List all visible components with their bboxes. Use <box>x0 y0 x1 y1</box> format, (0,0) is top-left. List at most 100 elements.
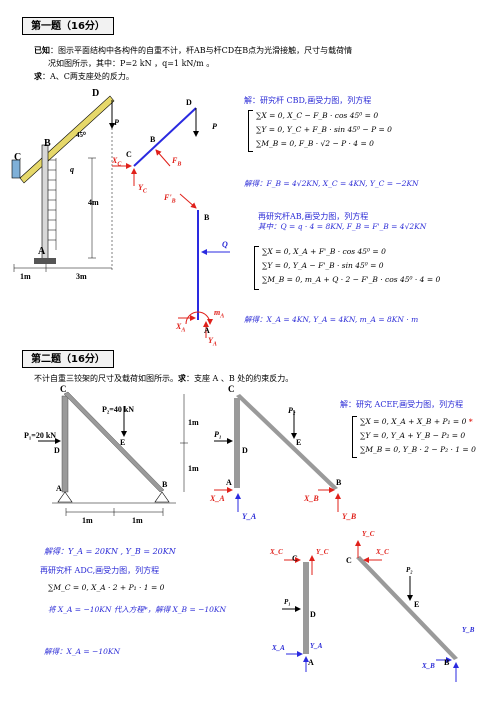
label-4m: 4m <box>88 198 99 207</box>
fbd1-label-fb: FB <box>172 156 182 168</box>
fbd1-label-xc: XC <box>112 156 122 168</box>
fbd2-label-b: B <box>204 213 210 222</box>
given-text: ：图示平面结构中各构件的自重不计，杆AB与杆CD在B点为光滑接触，尺寸与载荷情 <box>50 46 353 55</box>
ask-text: ：A、C两支座处的反力。 <box>42 72 134 81</box>
fbd-label-xb: X_B <box>304 494 319 503</box>
pin-support-a <box>57 491 73 503</box>
p2-label-1m-a: 1m <box>82 516 93 525</box>
adc-label-d: D <box>310 610 316 619</box>
p2-solve-brace <box>352 416 357 458</box>
solve1-eq-2: ∑Y = 0, Y_C + F_B · sin 45⁰ − P = 0 <box>256 125 392 134</box>
fbd2-label-xa: XA <box>176 322 186 334</box>
member-cbd <box>133 107 197 167</box>
problem2-structure-figure <box>38 391 188 516</box>
fbd1-label-p: P <box>212 122 217 131</box>
given-label: 已知 <box>34 45 50 55</box>
problem1-given-2: 况如图所示，其中：P=2 kN ，q=1 kN/m 。 <box>48 59 215 68</box>
fbd2-label-ya: YA <box>208 336 217 348</box>
solve1-result: 解得：F_B = 4√2KN, X_C = 4KN, Y_C = −2KN <box>244 179 419 188</box>
equation-star: * <box>468 417 473 426</box>
p2-solve-eq-3: ∑M_B = 0, Y_B · 2 − P₂ · 1 = 0 <box>360 445 476 454</box>
force-fpb-arrow <box>179 193 197 209</box>
fbd-bar-cb <box>236 394 338 490</box>
solve2-eq-2: ∑Y = 0, Y_A − F'_B · sin 45⁰ = 0 <box>262 261 384 270</box>
problem1-header: 第一题（16分） <box>22 17 114 35</box>
adc-label-xc: X_C <box>270 548 283 556</box>
p2-solve-eq-2: ∑Y = 0, Y_A + Y_B − P₂ = 0 <box>360 431 466 440</box>
wall-support-c <box>11 159 21 179</box>
p2-sub-text: 将 X_A = −10KN 代入方程*，解得 X_B = −10KN <box>48 605 227 614</box>
fbd-bar-ac <box>234 398 240 488</box>
p2-label-1m-b: 1m <box>132 516 143 525</box>
solve2-sub: 其中：Q = q · 4 = 8KN, F_B = F'_B = 4√2KN <box>258 222 427 231</box>
adc-label-xa: X_A <box>272 644 285 652</box>
p2-solve-eq-1: ∑X = 0, X_A + X_B + P₁ = 0 * <box>360 417 473 426</box>
fbd2-label-ma: mA <box>214 308 225 320</box>
bar-cb <box>63 391 165 493</box>
p2-label-b: B <box>162 480 168 489</box>
solve2-result: 解得：X_A = 4KN, Y_A = 4KN, m_A = 8KN · m <box>244 315 419 324</box>
ceb-label-b: B <box>444 658 450 667</box>
label-q: q <box>70 165 74 174</box>
problem1-given: 已知：图示平面结构中各构件的自重不计，杆AB与杆CD在B点为光滑接触，尺寸与载荷… <box>34 44 352 57</box>
fbd-label-p2: P₂ <box>288 406 296 415</box>
solve1-eq-3: ∑M_B = 0, F_B · √2 − P · 4 = 0 <box>256 139 374 148</box>
p2-step2: 再研究杆 ADC,画受力图，列方程 <box>40 566 160 575</box>
problem2-fbd-whole <box>214 394 341 512</box>
problem2-statement: 不计自重三铰架的尺寸及载荷如图所示。求：支座 A 、B 处的约束反力。 <box>34 373 294 383</box>
label-c: C <box>14 152 22 163</box>
problem1-fbd-ab <box>178 193 230 338</box>
problem1-structure-figure <box>11 95 115 272</box>
problem1-ask: 求：A、C两支座处的反力。 <box>34 70 134 83</box>
solve2-eq-1: ∑X = 0, X_A + F'_B · cos 45⁰ = 0 <box>262 247 386 256</box>
label-angle: 45⁰ <box>76 131 86 139</box>
fbd-label-e: E <box>296 438 302 447</box>
ceb-label-yc: Y_C <box>362 530 375 538</box>
ceb-label-c: C <box>346 556 352 565</box>
p2-label-a: A <box>56 484 62 493</box>
p2-eq2: ∑M_C = 0, X_A · 2 + P₁ · 1 = 0 <box>48 583 165 592</box>
label-b: B <box>44 138 51 149</box>
fbd2-label-a: A <box>204 326 210 335</box>
problem2-header: 第二题（16分） <box>22 350 114 368</box>
solve1-brace <box>248 110 253 152</box>
ceb-label-yb: Y_B <box>462 626 475 634</box>
problem2-fbd-ceb <box>355 540 459 682</box>
bar-ac <box>61 395 69 493</box>
fbd-ceb-bar <box>356 556 458 660</box>
solve2-eq-3: ∑M_B = 0, m_A + Q · 2 − F'_B · cos 45⁰ ·… <box>262 275 441 284</box>
fbd-adc-bar <box>303 562 309 654</box>
p2-result-1: 解得：Y_A = 20KN , Y_B = 20KN <box>44 547 176 556</box>
fbd-label-a: A <box>226 478 232 487</box>
fbd-label-xa: X_A <box>210 494 225 503</box>
fbd-label-b: B <box>336 478 342 487</box>
ceb-label-p2: P₂ <box>406 566 413 574</box>
ceb-label-e: E <box>414 600 420 609</box>
label-1m: 1m <box>20 272 31 281</box>
fbd-label-d: D <box>242 446 248 455</box>
bar-ab <box>41 144 49 261</box>
fbd-label-ya: Y_A <box>242 512 257 521</box>
p2-solve-title: 解：研究 ACEF,画受力图，列方程 <box>340 400 464 409</box>
fbd1-label-yc: YC <box>138 183 147 195</box>
label-p: P <box>114 118 119 127</box>
solve1-title: 解：研究杆 CBD,画受力图，列方程 <box>244 96 372 105</box>
fixed-support-a <box>34 258 56 264</box>
p2-label-e: E <box>120 438 126 447</box>
label-a: A <box>38 246 46 257</box>
p2-label-p1: P₁=20 kN <box>24 431 57 440</box>
fbd1-label-b: B <box>150 135 156 144</box>
p2-label-p2: P₂=40 kN <box>102 405 135 414</box>
label-d: D <box>92 88 100 99</box>
adc-label-a: A <box>308 658 314 667</box>
label-3m: 3m <box>76 272 87 281</box>
fbd-label-yb: Y_B <box>342 512 357 521</box>
beam-cd <box>19 95 115 184</box>
adc-label-c: C <box>292 554 298 563</box>
fbd-label-c: C <box>228 384 235 394</box>
ceb-label-xb: X_B <box>422 662 435 670</box>
force-fb-arrow <box>155 149 171 167</box>
adc-label-p1: P₁ <box>284 598 291 606</box>
problem2-fbd-adc <box>282 555 315 672</box>
